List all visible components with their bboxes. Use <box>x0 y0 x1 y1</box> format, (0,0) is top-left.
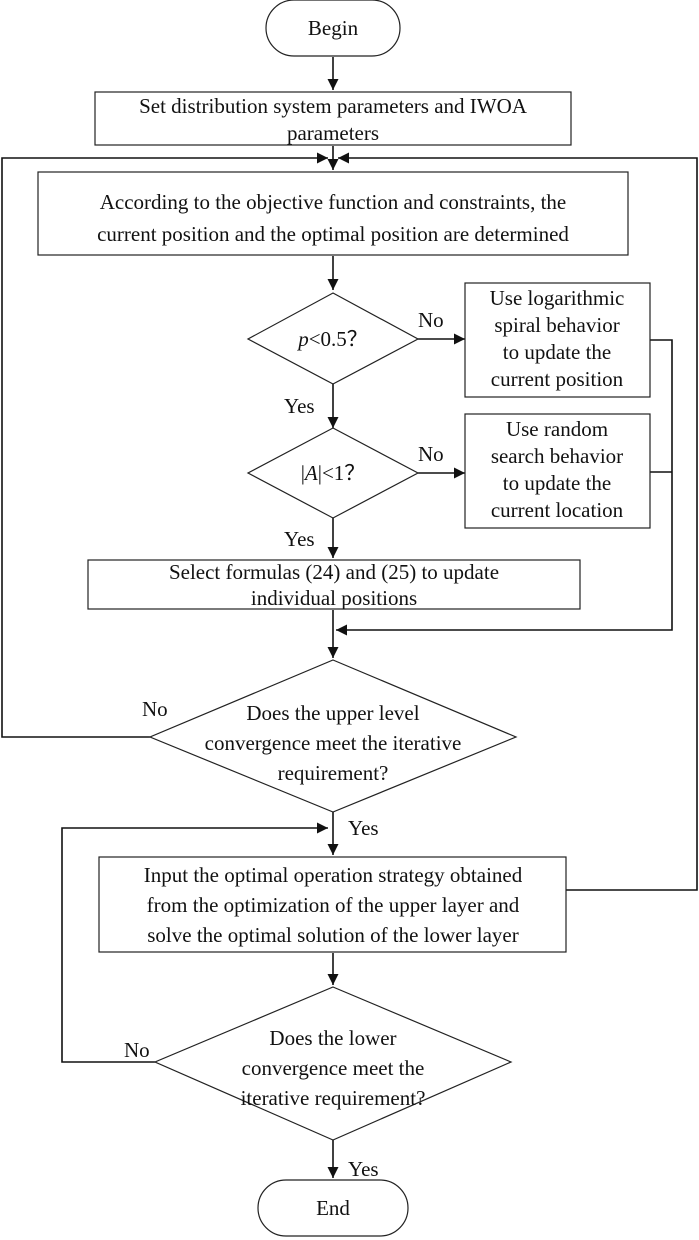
decision-upper-line-3: requirement? <box>278 761 389 785</box>
label-lower-no: No <box>124 1038 150 1062</box>
end-terminal <box>257 1179 409 1237</box>
determine-positions-node: According to the objective function and … <box>37 171 629 256</box>
decision-lower-diamond <box>153 986 513 1141</box>
input-strategy-line-3: solve the optimal solution of the lower … <box>147 923 519 947</box>
set-params-line-2: parameters <box>287 121 379 145</box>
label-p-yes: Yes <box>284 394 315 418</box>
decision-p-var: p <box>296 327 309 351</box>
edge-lower-no-loop <box>61 822 328 1063</box>
decision-a-var: A <box>303 461 318 485</box>
end-node: End <box>257 1179 409 1237</box>
label-upper-yes: Yes <box>348 816 379 840</box>
random-search-line-2: search behavior <box>491 444 623 468</box>
decision-a-rest: |<1？ <box>318 461 366 485</box>
determine-positions-line-2: current position and the optimal positio… <box>97 222 569 246</box>
decision-upper-diamond <box>148 659 518 813</box>
spiral-update-line-2: spiral behavior <box>494 313 619 337</box>
random-search-line-1: Use random <box>506 417 608 441</box>
decision-a-node: |A|<1？ <box>246 427 420 519</box>
decision-upper-line-1: Does the upper level <box>246 701 419 725</box>
decision-p-diamond <box>246 292 420 385</box>
random-search-line-4: current location <box>491 498 624 522</box>
set-params-node: Set distribution system parameters and I… <box>94 91 572 146</box>
select-formulas-box <box>87 559 581 610</box>
determine-positions-box <box>37 171 629 256</box>
spiral-update-line-3: to update the <box>503 340 611 364</box>
set-params-box <box>94 91 572 146</box>
label-upper-no: No <box>142 697 168 721</box>
decision-p-text: p<0.5？ <box>296 327 368 351</box>
spiral-update-node: Use logarithmic spiral behavior to updat… <box>464 282 651 398</box>
connectors <box>1 57 698 1178</box>
label-p-no: No <box>418 308 444 332</box>
edge-spiral-merge <box>336 339 673 636</box>
set-params-line-1: Set distribution system parameters and I… <box>139 94 528 118</box>
spiral-update-box <box>464 282 651 398</box>
decision-upper-node: Does the upper level convergence meet th… <box>148 659 518 813</box>
decision-a-text: |A|<1？ <box>301 461 366 485</box>
begin-terminal <box>265 0 401 57</box>
decision-lower-line-1: Does the lower <box>269 1026 396 1050</box>
random-search-node: Use random search behavior to update the… <box>464 413 651 529</box>
select-formulas-line-2: individual positions <box>251 586 417 610</box>
edge-input-loop-back <box>338 152 698 891</box>
decision-a-diamond <box>246 427 420 519</box>
end-label: End <box>316 1196 350 1220</box>
decision-p-rest: <0.5？ <box>309 327 368 351</box>
input-strategy-node: Input the optimal operation strategy obt… <box>98 856 567 953</box>
input-strategy-line-2: from the optimization of the upper layer… <box>147 893 520 917</box>
spiral-update-line-4: current position <box>491 367 624 391</box>
edge-upper-no-loop <box>1 152 328 738</box>
begin-node: Begin <box>265 0 401 57</box>
select-formulas-node: Select formulas (24) and (25) to update … <box>87 559 581 610</box>
input-strategy-box <box>98 856 567 953</box>
random-search-line-3: to update the <box>503 471 611 495</box>
decision-upper-line-2: convergence meet the iterative <box>205 731 462 755</box>
decision-lower-node: Does the lower convergence meet the iter… <box>153 986 513 1141</box>
spiral-update-line-1: Use logarithmic <box>490 286 625 310</box>
decision-a-bar: | <box>301 461 305 485</box>
decision-lower-line-2: convergence meet the <box>242 1056 425 1080</box>
determine-positions-line-1: According to the objective function and … <box>100 190 567 214</box>
select-formulas-line-1: Select formulas (24) and (25) to update <box>169 560 499 584</box>
label-lower-yes: Yes <box>348 1157 379 1181</box>
decision-lower-line-3: iterative requirement? <box>241 1086 426 1110</box>
label-a-no: No <box>418 442 444 466</box>
label-a-yes: Yes <box>284 527 315 551</box>
edge-labels: No Yes No Yes No Yes No Yes <box>124 308 444 1181</box>
decision-p-node: p<0.5？ <box>246 292 420 385</box>
input-strategy-line-1: Input the optimal operation strategy obt… <box>144 863 523 887</box>
random-search-box <box>464 413 651 529</box>
begin-label: Begin <box>308 16 359 40</box>
